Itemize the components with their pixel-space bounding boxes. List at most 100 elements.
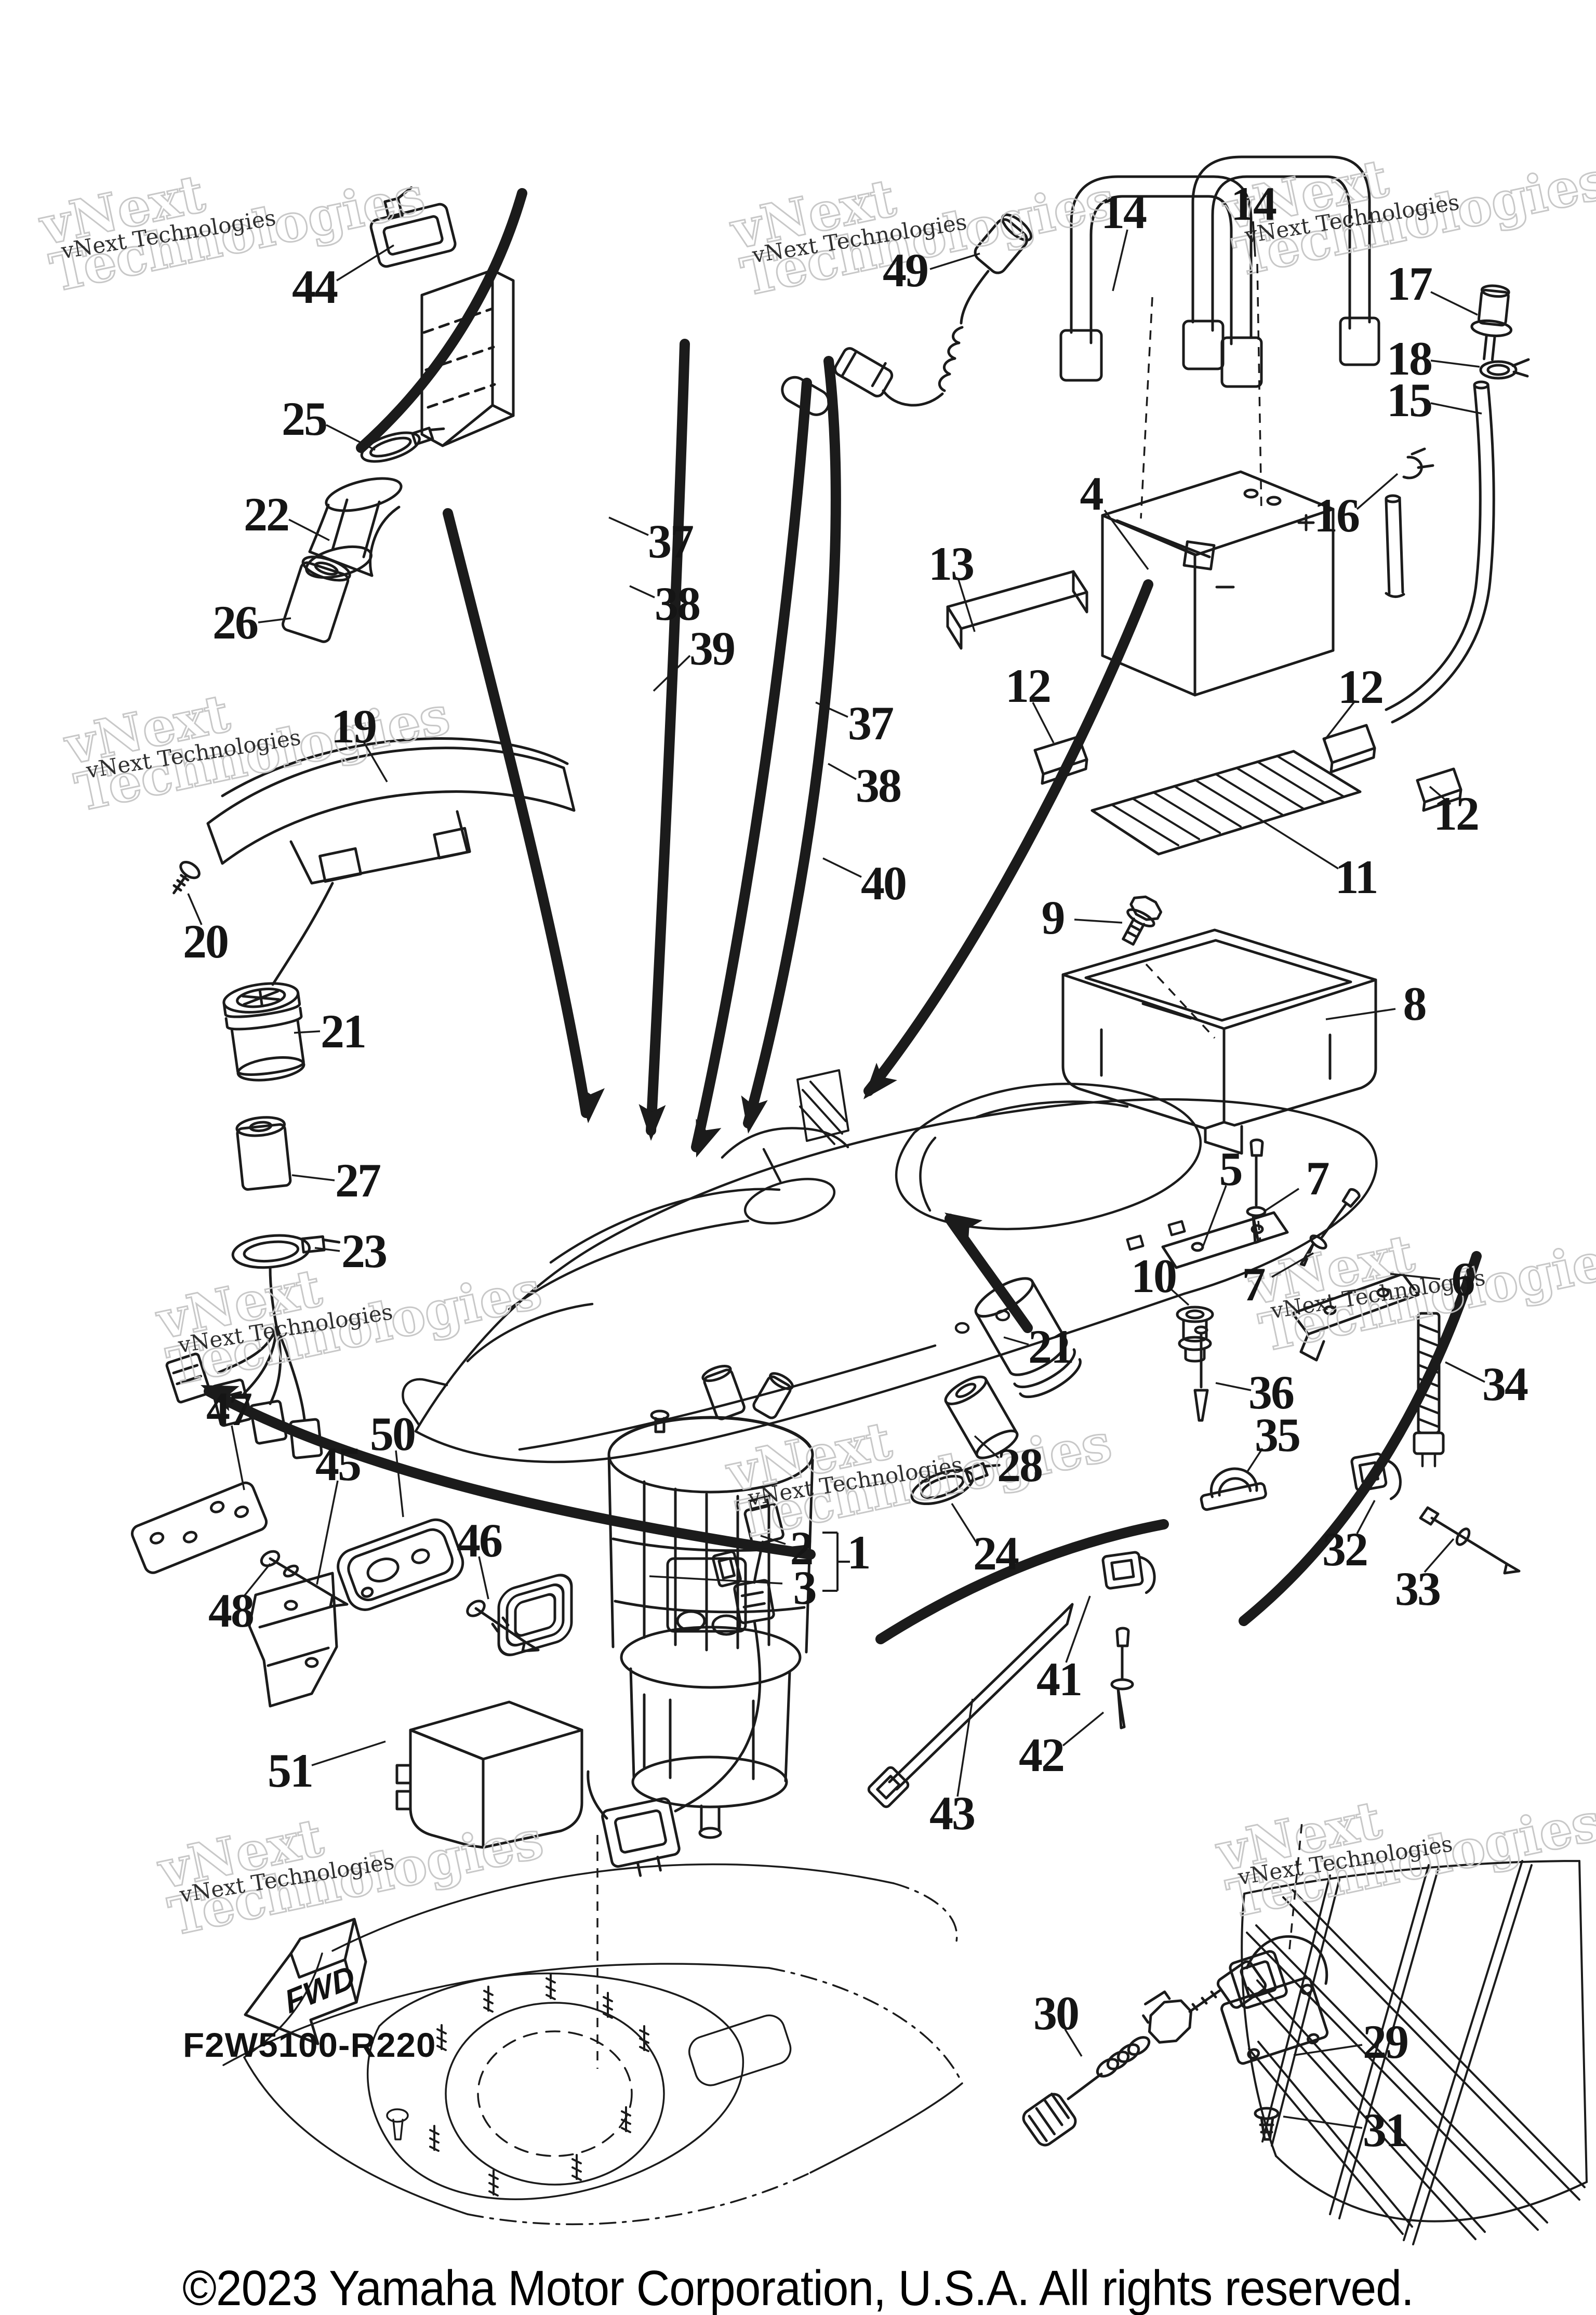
hose-clamp-18-sketch (1479, 358, 1530, 380)
rivet-48-sketch (260, 1550, 349, 1608)
bolt-9-sketch (1122, 895, 1163, 946)
part-callout-28: 28 (997, 1439, 1043, 1492)
part-callout-49: 49 (883, 244, 929, 297)
part-callout-7: 7 (1306, 1152, 1330, 1205)
part-callout-11: 11 (1335, 850, 1379, 903)
hull-sketch (402, 1069, 1378, 1463)
part-callout-42: 42 (1019, 1728, 1065, 1781)
screw-46-sketch (466, 1600, 540, 1653)
rivet-42-sketch (1110, 1627, 1134, 1729)
rivet-7a-sketch (1246, 1138, 1267, 1244)
part-callout-14: 14 (1231, 177, 1277, 230)
part-callout-12: 12 (1005, 659, 1052, 712)
part-callout-31: 31 (1363, 2104, 1409, 2157)
plate-47-sketch (130, 1481, 268, 1574)
part-callout-41: 41 (1036, 1653, 1083, 1706)
bottom-hull-sketch (222, 1863, 963, 2226)
mat-11-sketch (1090, 750, 1362, 856)
stud-pins (429, 1973, 649, 2197)
hatch-grid-sketch (1241, 1860, 1588, 2245)
sensor-30-sketch (1022, 1935, 1328, 2147)
collar-26-sketch (282, 555, 351, 643)
part-callout-50: 50 (370, 1407, 416, 1460)
part-callout-25: 25 (282, 392, 328, 445)
tie-43-sketch (867, 1603, 1074, 1808)
cover-50-sketch (337, 1518, 464, 1611)
part-callout-37: 37 (648, 515, 694, 568)
bracket-29-sketch (1220, 1950, 1329, 2065)
part-callout-1: 1 (847, 1526, 871, 1579)
part-callout-48: 48 (208, 1584, 255, 1637)
clamp-24-sketch (910, 1462, 1001, 1506)
part-callout-45: 45 (315, 1438, 362, 1491)
ecu-51-sketch (395, 1574, 583, 1849)
clamp-35-sketch (1200, 1467, 1267, 1511)
diagram-code: F2W5100-R220 (183, 2026, 436, 2064)
screw-20-sketch (172, 860, 201, 895)
part-callout-4: 4 (1080, 467, 1104, 520)
part-callout-23: 23 (341, 1225, 388, 1278)
part-callout-27: 27 (335, 1154, 381, 1207)
cup-21b-sketch (974, 1277, 1082, 1399)
part-callout-30: 30 (1033, 1987, 1080, 2040)
part-callout-43: 43 (929, 1787, 976, 1840)
funnel-22-sketch (305, 477, 403, 579)
clamp-41-sketch (1101, 1551, 1156, 1594)
battery-straps-sketch (1059, 155, 1380, 388)
battery-box-8-sketch (1061, 928, 1377, 1155)
hose-15-sketch (1385, 380, 1495, 724)
part-callout-3: 3 (793, 1561, 817, 1614)
plug-lead-49-sketch (781, 213, 1033, 416)
part-callout-33: 33 (1395, 1562, 1441, 1615)
spacer-28-sketch (944, 1375, 1019, 1459)
part-callout-15: 15 (1387, 374, 1433, 427)
part-callout-8: 8 (1403, 977, 1427, 1030)
plate-6-sketch (1291, 1272, 1420, 1362)
grommet-10-sketch (1176, 1306, 1214, 1363)
part-callout-40: 40 (861, 857, 907, 910)
bracket-45-sketch (248, 1572, 338, 1708)
foam-block-sketch (420, 269, 515, 447)
part-callout-22: 22 (244, 488, 290, 541)
part-callout-46: 46 (457, 1514, 503, 1567)
routing-curves (204, 188, 1482, 1644)
part-callout-37: 37 (848, 697, 894, 750)
part-callout-14: 14 (1101, 185, 1147, 238)
part-callout-17: 17 (1387, 257, 1433, 310)
collar-27-sketch (235, 1116, 292, 1191)
part-callout-36: 36 (1248, 1366, 1295, 1419)
clamp-25-sketch (360, 427, 445, 463)
part-callout-21: 21 (321, 1005, 367, 1058)
retainer-sketch (369, 186, 457, 268)
part-callout-5: 5 (1219, 1142, 1243, 1195)
part-callout-18: 18 (1387, 332, 1433, 385)
part-callout-2: 2 (790, 1522, 814, 1575)
part-callout-24: 24 (973, 1527, 1019, 1580)
rivet-33-sketch (1419, 1506, 1521, 1575)
part-callout-32: 32 (1322, 1523, 1368, 1576)
fuel-pump-sketch (607, 1365, 814, 1839)
clamp-23-sketch (231, 1234, 341, 1327)
damper-21-sketch (222, 982, 305, 1082)
harness-connectors-sketch (165, 1324, 323, 1459)
clip-32-sketch (1350, 1452, 1402, 1500)
meter-19-sketch (206, 737, 576, 986)
part-callout-6: 6 (1451, 1253, 1475, 1306)
part-callout-19: 19 (331, 700, 377, 753)
part-callout-12: 12 (1433, 787, 1480, 840)
battery-sketch (1101, 470, 1335, 697)
copyright-text: ©2023 Yamaha Motor Corporation, U.S.A. A… (182, 2260, 1414, 2315)
part-callout-38: 38 (655, 577, 701, 630)
part-callout-12: 12 (1338, 660, 1384, 713)
part-callout-9: 9 (1041, 891, 1066, 944)
part-callout-35: 35 (1255, 1408, 1301, 1461)
screw-31-sketch (1254, 2107, 1280, 2141)
part-callout-47: 47 (206, 1382, 252, 1435)
part-callout-29: 29 (1363, 2015, 1409, 2068)
part-callout-7: 7 (1242, 1258, 1266, 1311)
part-callout-26: 26 (212, 596, 259, 649)
